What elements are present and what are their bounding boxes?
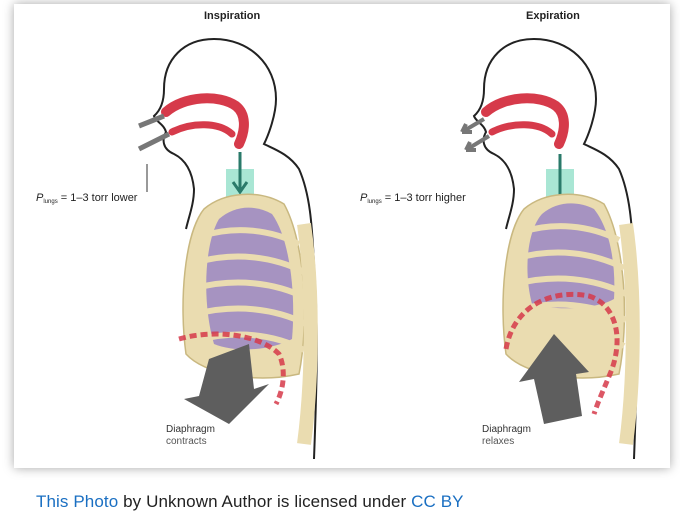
expiration-title: Expiration bbox=[526, 10, 580, 22]
expiration-panel bbox=[462, 39, 637, 459]
inspiration-diaphragm-label: Diaphragm contracts bbox=[166, 424, 215, 448]
inspiration-title: Inspiration bbox=[204, 10, 260, 22]
inspiration-spine bbox=[304, 224, 311, 444]
photo-link[interactable]: This Photo bbox=[36, 492, 118, 511]
attribution-text: by Unknown Author is licensed under bbox=[118, 492, 411, 511]
inspiration-diaphragm-state: contracts bbox=[166, 436, 215, 448]
inspiration-panel bbox=[139, 39, 317, 459]
breathing-diagram bbox=[14, 4, 670, 468]
expiration-diaphragm-label: Diaphragm relaxes bbox=[482, 424, 531, 448]
attribution-caption: This Photo by Unknown Author is licensed… bbox=[36, 492, 464, 512]
inspiration-diaphragm-name: Diaphragm bbox=[166, 424, 215, 436]
expiration-spine bbox=[626, 224, 633, 444]
inspiration-oral-airway bbox=[172, 125, 232, 134]
expiration-pressure-subscript: lungs bbox=[367, 199, 381, 205]
figure-frame: Inspiration Expiration Plungs = 1–3 torr… bbox=[14, 4, 670, 468]
expiration-air-arrow-upper bbox=[462, 119, 484, 132]
inspiration-pressure-text: = 1–3 torr lower bbox=[58, 192, 138, 204]
license-link[interactable]: CC BY bbox=[411, 492, 463, 511]
inspiration-pressure-label: Plungs = 1–3 torr lower bbox=[36, 192, 137, 205]
expiration-diaphragm-name: Diaphragm bbox=[482, 424, 531, 436]
expiration-pressure-label: Plungs = 1–3 torr higher bbox=[360, 192, 466, 205]
inspiration-pressure-subscript: lungs bbox=[43, 199, 57, 205]
expiration-oral-airway bbox=[492, 125, 552, 134]
expiration-pressure-text: = 1–3 torr higher bbox=[382, 192, 466, 204]
expiration-diaphragm-state: relaxes bbox=[482, 436, 531, 448]
